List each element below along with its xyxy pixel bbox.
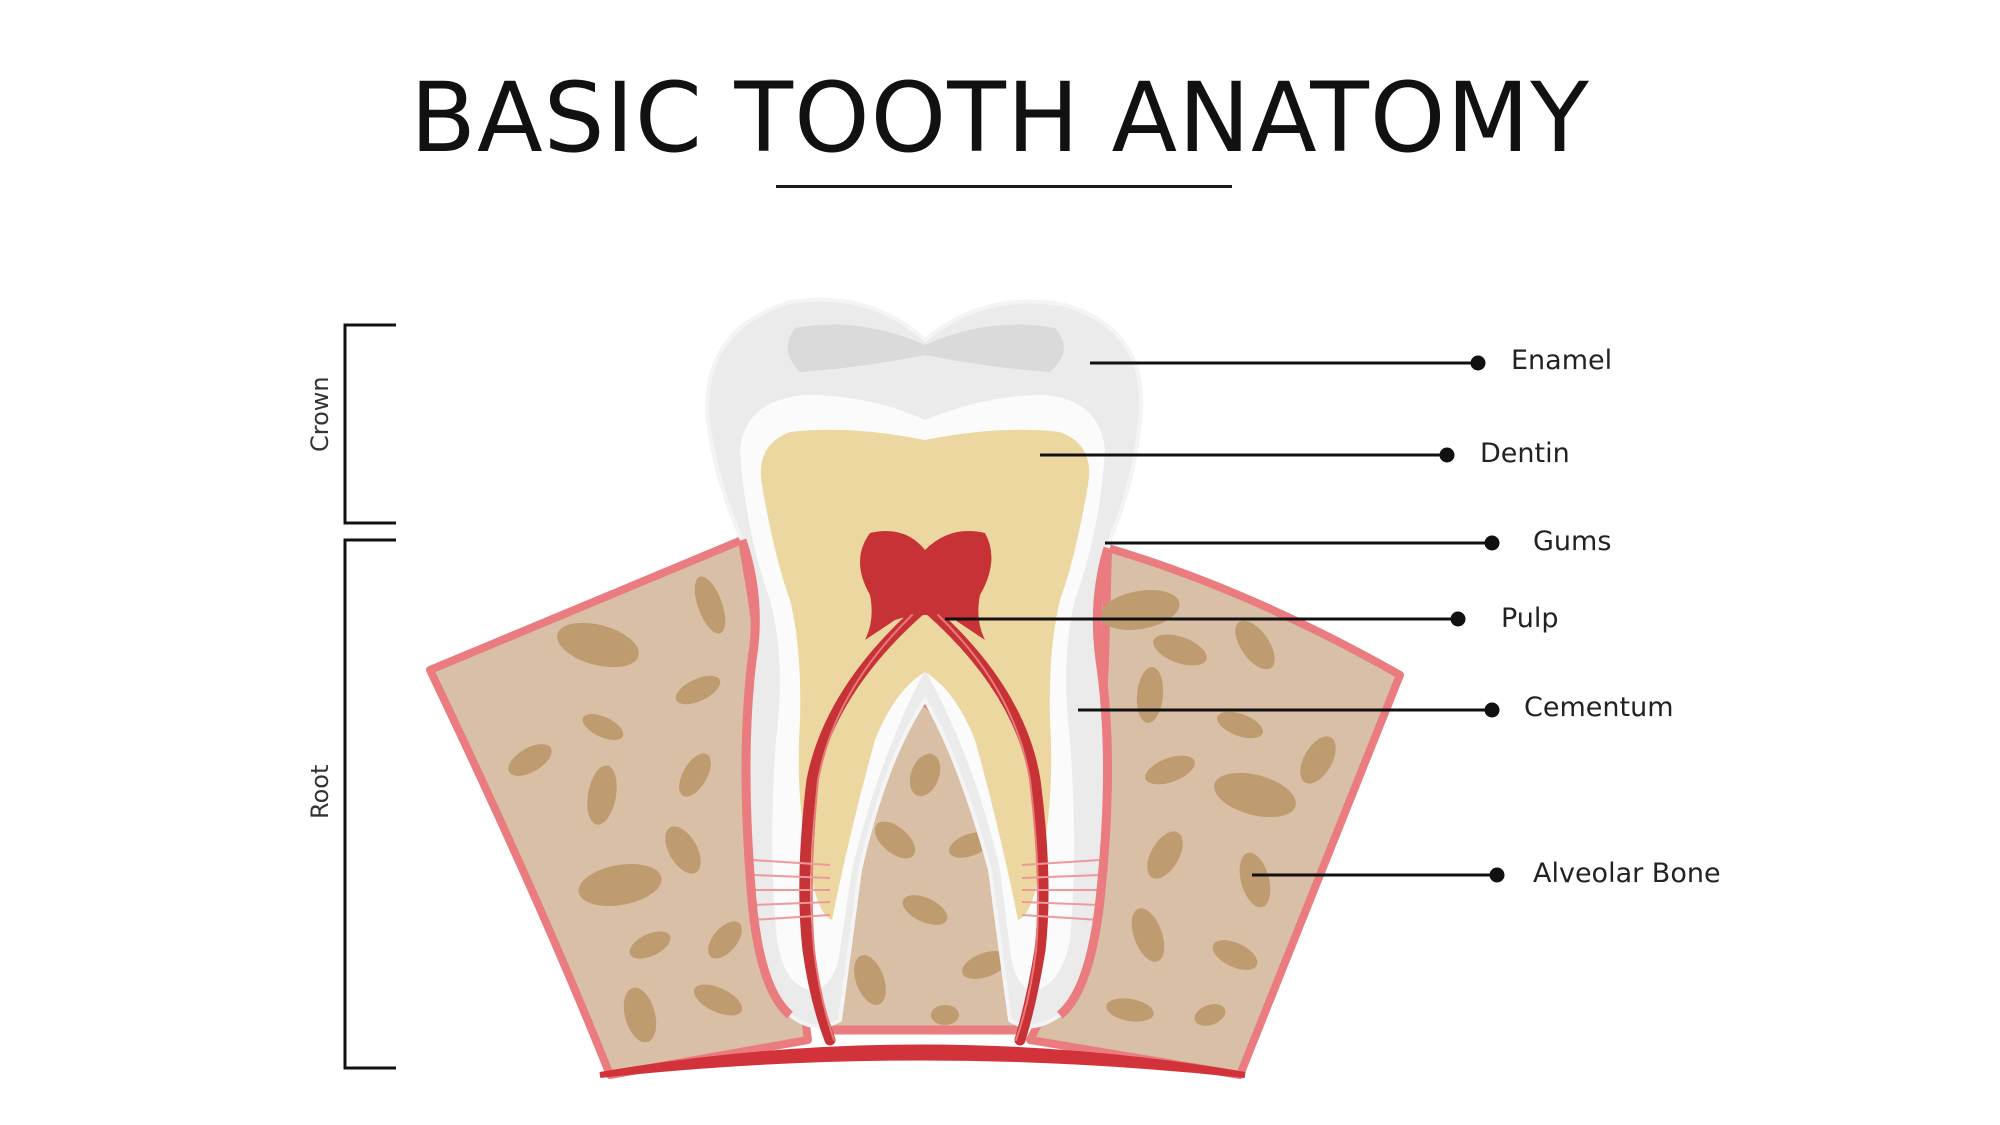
leader-lines	[945, 355, 1505, 883]
title-underline	[776, 185, 1232, 188]
base-band	[599, 1044, 1246, 1078]
alveolar-bone-right	[1026, 544, 1404, 1079]
root-label: Root	[306, 764, 334, 819]
label-enamel: Enamel	[1511, 345, 1613, 376]
gum-line-right	[1056, 546, 1113, 1019]
periodontal-fibers	[751, 859, 1101, 921]
crown-label: Crown	[306, 376, 334, 452]
label-alveolar-bone: Alveolar Bone	[1533, 858, 1721, 889]
crown-bracket	[343, 323, 396, 525]
root-bracket	[343, 538, 396, 1070]
page-title: BASIC TOOTH ANATOMY	[410, 62, 1590, 174]
label-dentin: Dentin	[1480, 438, 1570, 469]
occlusal-surface	[787, 324, 1064, 372]
gum-line-left	[737, 538, 794, 1019]
dentin	[760, 429, 1090, 920]
pulp-canals	[799, 604, 1049, 1046]
label-gums: Gums	[1533, 526, 1612, 557]
label-cementum: Cementum	[1524, 692, 1674, 723]
pulp-chamber	[860, 531, 992, 640]
label-pulp: Pulp	[1501, 603, 1559, 634]
